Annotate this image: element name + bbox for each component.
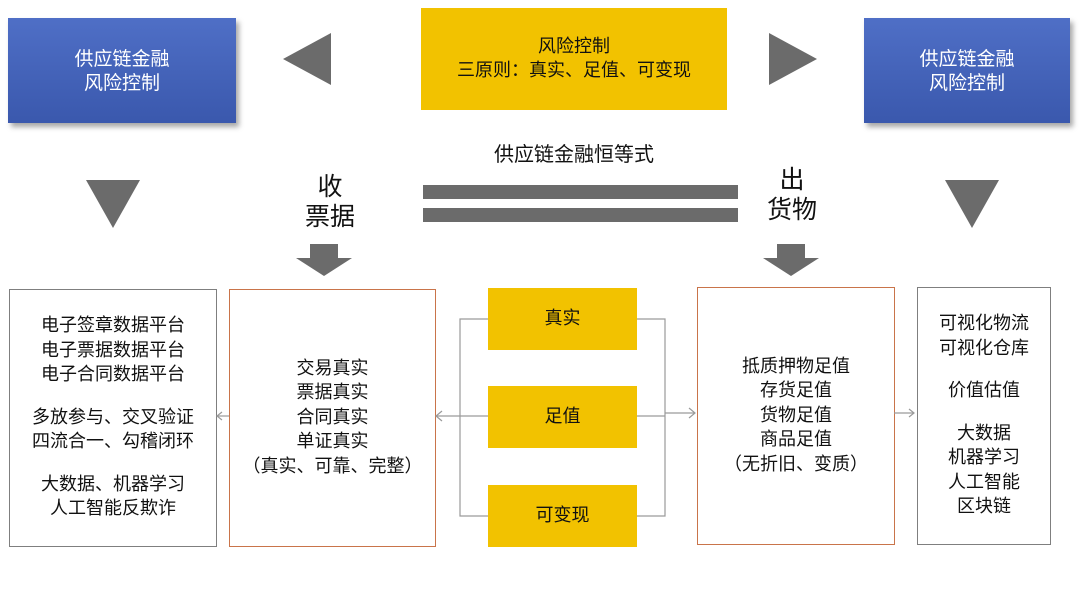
far-right-item: 可视化仓库 bbox=[939, 337, 1029, 359]
top-left-risk-box: 供应链金融 风险控制 bbox=[8, 18, 236, 123]
ship-goods-label: 出 货物 bbox=[752, 165, 832, 225]
principles-title: 风险控制 bbox=[538, 36, 610, 57]
far-right-item: 人工智能 bbox=[948, 471, 1020, 493]
principle-authentic-box: 真实 bbox=[488, 288, 637, 350]
far-left-item: 多放参与、交叉验证 bbox=[32, 406, 194, 428]
risk-control-principles-box: 风险控制 三原则：真实、足值、可变现 bbox=[421, 8, 727, 110]
far-left-item: 人工智能反欺诈 bbox=[50, 498, 176, 520]
top-left-line2: 风险控制 bbox=[83, 71, 160, 94]
right-down-triangle-icon bbox=[945, 180, 999, 228]
equation-title: 供应链金融恒等式 bbox=[494, 142, 654, 166]
top-right-line2: 风险控制 bbox=[928, 71, 1005, 94]
value-item: 抵质押物足值 bbox=[742, 355, 850, 377]
principle-sufficient-label: 足值 bbox=[544, 406, 581, 427]
value-item: 存货足值 bbox=[760, 380, 832, 402]
equals-bar-bottom bbox=[423, 208, 738, 222]
ship-label-line2: 货物 bbox=[766, 195, 817, 224]
right-pointing-triangle-icon bbox=[769, 33, 817, 85]
principles-text: 三原则：真实、足值、可变现 bbox=[457, 60, 691, 81]
far-right-item: 机器学习 bbox=[948, 447, 1020, 469]
left-down-triangle-icon bbox=[86, 180, 140, 228]
receive-label-line2: 票据 bbox=[304, 202, 355, 231]
receive-down-arrow-icon bbox=[296, 244, 352, 276]
equals-bar-top bbox=[423, 185, 738, 199]
ship-down-arrow-icon bbox=[763, 244, 819, 276]
far-left-item: 电子签章数据平台 bbox=[41, 315, 185, 337]
ship-label-line1: 出 bbox=[779, 165, 805, 194]
principle-sufficient-box: 足值 bbox=[488, 386, 637, 448]
authenticity-item: 单证真实 bbox=[296, 431, 369, 453]
far-right-item: 价值估值 bbox=[948, 380, 1020, 402]
far-left-item: 大数据、机器学习 bbox=[41, 473, 185, 495]
principle-liquid-box: 可变现 bbox=[488, 485, 637, 547]
value-item: （无折旧、变质） bbox=[724, 453, 868, 475]
receive-label-line1: 收 bbox=[317, 172, 343, 201]
receive-bill-label: 收 票据 bbox=[290, 172, 370, 232]
sufficient-value-box: 抵质押物足值 存货足值 货物足值 商品足值 （无折旧、变质） bbox=[697, 287, 895, 545]
far-left-tech-box: 电子签章数据平台 电子票据数据平台 电子合同数据平台 多放参与、交叉验证 四流合… bbox=[9, 289, 217, 547]
authenticity-item: 票据真实 bbox=[296, 382, 369, 404]
top-left-line1: 供应链金融 bbox=[74, 47, 170, 70]
left-pointing-triangle-icon bbox=[283, 33, 331, 85]
value-item: 货物足值 bbox=[760, 404, 832, 426]
far-right-item: 区块链 bbox=[957, 496, 1011, 518]
far-right-tech-box: 可视化物流 可视化仓库 价值估值 大数据 机器学习 人工智能 区块链 bbox=[917, 287, 1051, 545]
far-left-item: 电子票据数据平台 bbox=[41, 339, 185, 361]
top-right-risk-box: 供应链金融 风险控制 bbox=[864, 18, 1070, 123]
authenticity-item: （真实、可靠、完整） bbox=[242, 455, 423, 477]
value-item: 商品足值 bbox=[760, 429, 832, 451]
authenticity-item: 合同真实 bbox=[296, 406, 369, 428]
far-left-item: 电子合同数据平台 bbox=[41, 364, 185, 386]
far-right-item: 可视化物流 bbox=[939, 313, 1029, 335]
principle-authentic-label: 真实 bbox=[544, 308, 581, 329]
authenticity-box: 交易真实 票据真实 合同真实 单证真实 （真实、可靠、完整） bbox=[229, 289, 436, 547]
top-right-line1: 供应链金融 bbox=[919, 47, 1015, 70]
authenticity-item: 交易真实 bbox=[296, 357, 369, 379]
far-left-item: 四流合一、勾稽闭环 bbox=[32, 431, 194, 453]
far-right-item: 大数据 bbox=[957, 422, 1011, 444]
principle-liquid-label: 可变现 bbox=[535, 505, 590, 526]
